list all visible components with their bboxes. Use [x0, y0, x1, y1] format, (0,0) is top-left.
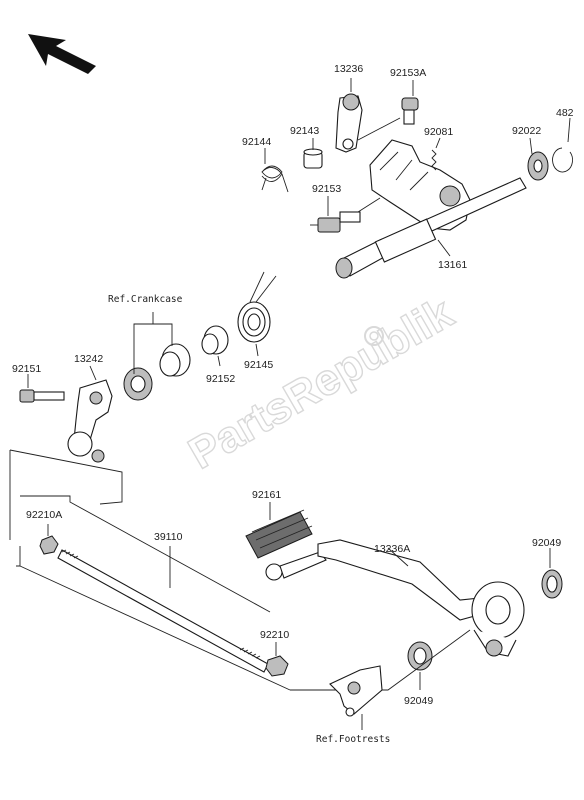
label-39110: 39110 [154, 531, 183, 543]
label-13236a: 13236A [374, 543, 410, 555]
part-washer-92049-b [407, 641, 433, 671]
label-13242: 13242 [74, 353, 103, 365]
part-spring-92081 [431, 149, 437, 171]
part-footrest-bracket [329, 665, 383, 717]
label-482: 482 [556, 107, 574, 119]
label-92049-a: 92049 [532, 537, 561, 549]
label-92210: 92210 [260, 629, 289, 641]
label-92145: 92145 [244, 359, 273, 371]
part-bolt-92153a [401, 97, 419, 125]
part-circlip-482 [552, 147, 573, 173]
part-nut-92210a [39, 535, 59, 555]
label-92161: 92161 [252, 489, 281, 501]
part-shift-arm [335, 93, 363, 153]
part-bolt-92153 [310, 211, 361, 233]
part-shift-pedal-13236a [265, 539, 525, 657]
label-13161: 13161 [438, 259, 467, 271]
part-peg-rubber-92161 [245, 509, 313, 559]
part-needle-bearing [159, 343, 191, 377]
part-oil-seal [123, 367, 153, 401]
label-ref-crankcase: Ref.Crankcase [108, 294, 183, 305]
label-92081: 92081 [424, 126, 453, 138]
direction-arrow-icon [28, 34, 96, 74]
part-shift-lever-13242 [67, 379, 113, 463]
label-92151: 92151 [12, 363, 41, 375]
part-shift-shaft [335, 177, 527, 279]
part-bolt-92151 [19, 389, 65, 403]
label-92143: 92143 [290, 125, 319, 137]
label-92153: 92153 [312, 183, 341, 195]
label-92144: 92144 [242, 136, 271, 148]
label-92152: 92152 [206, 373, 235, 385]
label-92022: 92022 [512, 125, 541, 137]
label-92210a: 92210A [26, 509, 62, 521]
part-spring-92145 [237, 271, 277, 343]
part-spring-92144 [261, 165, 289, 193]
label-92049-b: 92049 [404, 695, 433, 707]
part-collar-92143 [303, 148, 323, 169]
label-13236: 13236 [334, 63, 363, 75]
part-bushing-92152 [201, 325, 229, 355]
label-ref-footrests: Ref.Footrests [316, 734, 390, 745]
part-tie-rod-39110 [57, 549, 269, 673]
part-washer-92022 [527, 151, 549, 181]
part-shift-drum-plate [369, 139, 471, 231]
part-nut-92210 [265, 655, 289, 677]
part-washer-92049-a [541, 569, 563, 599]
watermark-gear-icon [364, 326, 384, 346]
label-92153a: 92153A [390, 67, 426, 79]
